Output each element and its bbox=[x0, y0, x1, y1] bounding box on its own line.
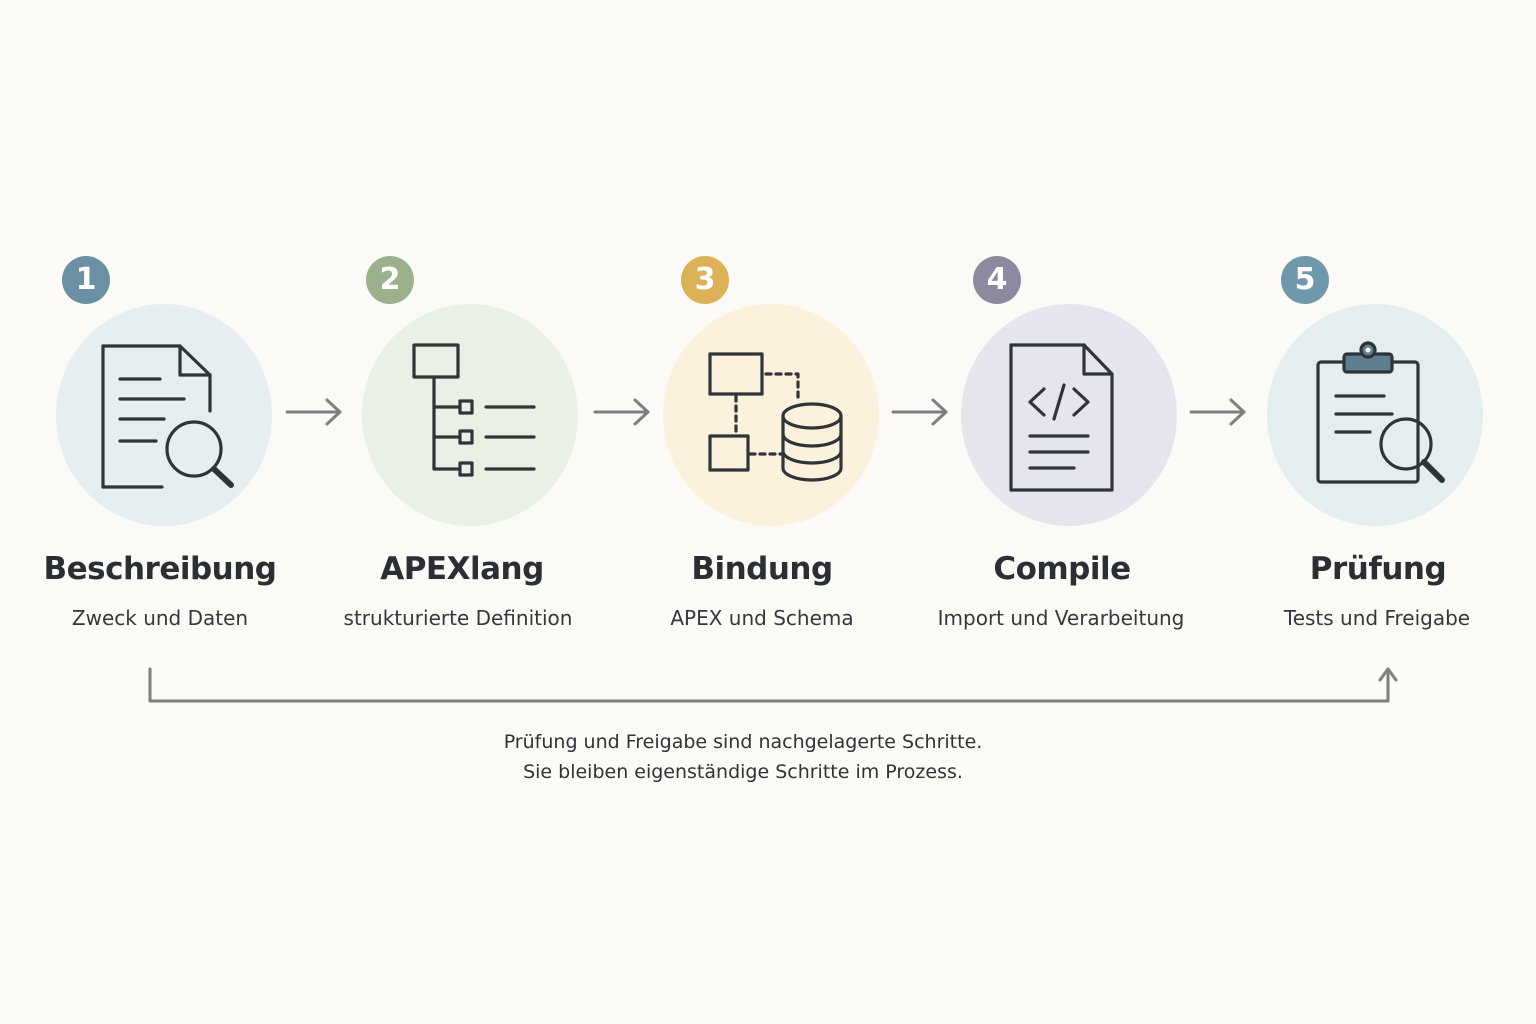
arrow-right-icon bbox=[891, 398, 951, 433]
step-3-title: Bindung bbox=[691, 551, 833, 587]
step-4-badge: 4 bbox=[973, 256, 1021, 304]
clipboard-search-icon bbox=[1314, 340, 1449, 490]
arrow-right-icon bbox=[1189, 398, 1249, 433]
step-5-subtitle: Tests und Freigabe bbox=[1283, 606, 1471, 630]
step-2-badge: 2 bbox=[366, 256, 414, 304]
step-3-circle bbox=[663, 304, 879, 526]
step-2-subtitle: strukturierte Definition bbox=[343, 606, 573, 630]
step-3-subtitle: APEX und Schema bbox=[670, 606, 854, 630]
document-search-icon bbox=[100, 343, 240, 493]
step-5-title: Prüfung bbox=[1309, 551, 1447, 587]
step-5-badge: 5 bbox=[1281, 256, 1329, 304]
database-mapping-icon bbox=[706, 350, 846, 485]
step-2-title: APEXlang bbox=[380, 551, 544, 587]
step-3-badge: 3 bbox=[681, 256, 729, 304]
step-1-title: Beschreibung bbox=[43, 551, 277, 587]
note-line-1: Prüfung und Freigabe sind nachgelagerte … bbox=[503, 731, 983, 753]
arrow-right-icon bbox=[285, 398, 345, 433]
code-file-icon bbox=[1008, 342, 1118, 494]
step-2-circle bbox=[362, 304, 578, 526]
tree-structure-icon bbox=[410, 343, 540, 478]
step-4-title: Compile bbox=[993, 551, 1131, 587]
step-1-subtitle: Zweck und Daten bbox=[71, 606, 249, 630]
arrow-right-icon bbox=[593, 398, 653, 433]
step-1-badge: 1 bbox=[62, 256, 110, 304]
step-1-circle bbox=[56, 304, 272, 526]
step-4-subtitle: Import und Verarbeitung bbox=[937, 606, 1185, 630]
note-line-2: Sie bleiben eigenständige Schritte im Pr… bbox=[523, 761, 963, 783]
